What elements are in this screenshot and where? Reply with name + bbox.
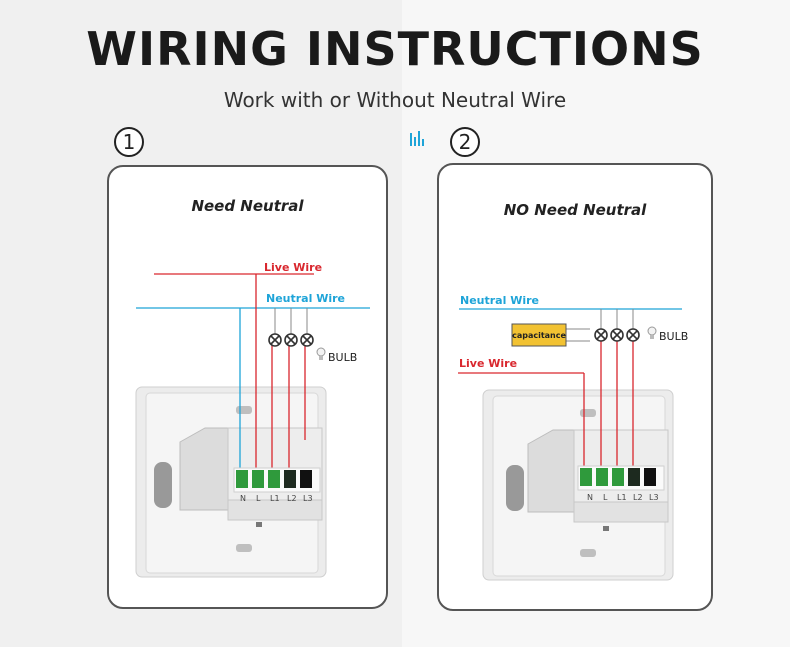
terminal-label: L1: [617, 493, 627, 502]
terminal-label: L1: [270, 494, 280, 503]
bulb-icon: [316, 347, 326, 360]
terminal-label: L3: [303, 494, 313, 503]
terminal-label: L: [256, 494, 261, 503]
live-wire-label: Live Wire: [264, 261, 322, 274]
terminal-label: L3: [649, 493, 659, 502]
bulb-icon: [647, 326, 657, 339]
capacitor-box: [511, 323, 567, 347]
terminal-label: N: [240, 494, 246, 503]
live-wire-label: Live Wire: [459, 357, 517, 370]
bulb-label: BULB: [328, 351, 357, 364]
step-number-2: 2: [450, 127, 480, 157]
terminal-block-2: [577, 465, 665, 491]
wires-panel-2: [458, 308, 682, 466]
neutral-wire-label: Neutral Wire: [266, 292, 345, 305]
terminal-label: L2: [633, 493, 643, 502]
terminal-block-1: [233, 467, 321, 493]
page-title: WIRING INSTRUCTIONS: [86, 22, 704, 76]
neutral-wire-label: Neutral Wire: [460, 294, 539, 307]
terminal-label: N: [587, 493, 593, 502]
step-number-1: 1: [114, 127, 144, 157]
wires-panel-1: [136, 273, 370, 470]
capacitor-label: capacitance: [512, 331, 566, 340]
terminal-label: L2: [287, 494, 297, 503]
panel-1-heading: Need Neutral: [191, 197, 304, 215]
bulb-lamps-2: [594, 328, 640, 342]
bulb-label: BULB: [659, 330, 688, 343]
bulb-lamps-1: [268, 333, 314, 347]
page-subtitle: Work with or Without Neutral Wire: [223, 88, 567, 112]
terminal-label: L: [603, 493, 608, 502]
panel-2-heading: NO Need Neutral: [503, 201, 647, 219]
